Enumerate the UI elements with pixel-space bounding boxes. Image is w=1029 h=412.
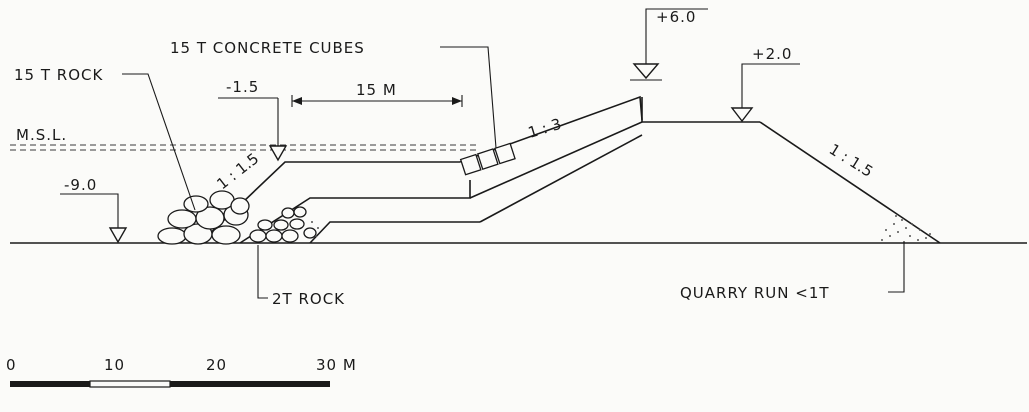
- concrete-cube: [476, 148, 499, 170]
- scale-tick-0: 0: [6, 356, 17, 374]
- level-marker-toe-berm: [218, 97, 288, 162]
- core-underlayer: [309, 221, 480, 244]
- label-rock-15t: 15 T ROCK: [14, 66, 103, 84]
- level-marker-crest-wall: [630, 8, 708, 81]
- label-quarry-run: QUARRY RUN <1T: [680, 284, 830, 302]
- rock-2t: [249, 206, 317, 243]
- berm-width-dimension: [291, 95, 463, 107]
- label-msl: M.S.L.: [16, 126, 67, 144]
- level-marker-crest: [730, 63, 800, 123]
- breakwater-body: [199, 95, 941, 244]
- scale-tick-10: 10: [104, 356, 125, 374]
- scale-segment: [170, 381, 240, 387]
- slope-label-leeward: 1 : 1.5: [826, 140, 876, 181]
- crest-wall: [641, 97, 760, 123]
- slope-label-seaward-lower: 1 : 1.5: [213, 149, 262, 193]
- scale-tick-20: 20: [206, 356, 227, 374]
- leader-rock-2t: [257, 245, 268, 299]
- scale-tick-30: 30 M: [316, 356, 357, 374]
- scale-segment: [89, 380, 171, 388]
- leader-quarry-run: [888, 242, 905, 293]
- level-marker-seabed: [60, 193, 128, 244]
- level-value-crest: +2.0: [752, 45, 792, 63]
- leeward-slope: [759, 121, 941, 244]
- level-value-seabed: -9.0: [64, 176, 97, 194]
- filter-layer: [469, 121, 643, 199]
- rock-15t-toe: [157, 190, 250, 245]
- level-value-toe-berm: -1.5: [226, 78, 259, 96]
- scale-bar: 0 10 20 30 M: [6, 356, 357, 388]
- label-rock-2t: 2T ROCK: [272, 290, 345, 308]
- concrete-cube: [494, 142, 516, 165]
- slope-label-seaward-upper: 1 : 3: [526, 115, 563, 142]
- scale-segment: [240, 381, 330, 387]
- label-berm-width: 15 M: [356, 81, 397, 99]
- level-value-crest-wall: +6.0: [656, 8, 696, 26]
- concrete-cube: [459, 153, 482, 176]
- core-layer: [479, 134, 643, 223]
- quarry-run-fill: [311, 215, 931, 243]
- berm-underlayer: [239, 180, 471, 244]
- concrete-cubes: [459, 142, 516, 176]
- leader-rock-15t: [122, 73, 196, 211]
- label-concrete-cubes: 15 T CONCRETE CUBES: [170, 39, 365, 57]
- scale-segment: [10, 381, 90, 387]
- leader-concrete-cubes: [440, 46, 497, 149]
